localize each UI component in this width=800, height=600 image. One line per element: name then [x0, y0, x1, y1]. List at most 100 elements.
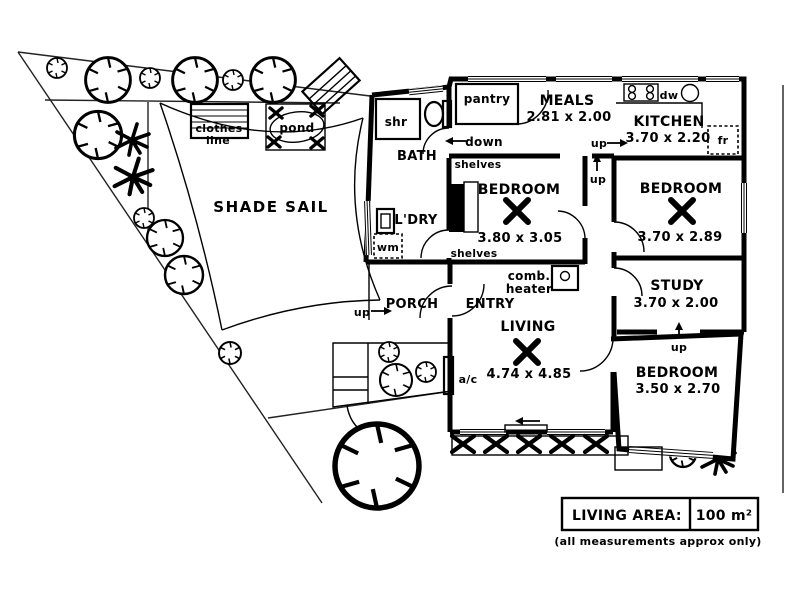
cooktop-icon	[623, 83, 659, 102]
tree-icon	[72, 109, 124, 161]
tree-icon	[145, 218, 185, 258]
room-dims-bedroom2: 3.70 x 2.89	[638, 230, 723, 245]
combustion-heater	[550, 264, 580, 292]
up-arrow-hall	[593, 154, 601, 171]
room-label-study: STUDY	[650, 278, 704, 294]
window-band	[706, 75, 739, 83]
room-dims-bedroom1: 3.80 x 3.05	[478, 231, 563, 246]
tree-icon	[171, 56, 219, 104]
bedroom1-robe	[449, 181, 479, 233]
window-band	[622, 75, 698, 83]
room-dims-living: 4.74 x 4.85	[487, 367, 572, 382]
shrub-icon	[222, 69, 244, 91]
annotation-shelves-top: shelves	[455, 159, 502, 171]
window-band	[556, 75, 612, 83]
room-label-porch: PORCH	[386, 297, 439, 312]
pond-label: pond	[279, 121, 314, 135]
sliding-door-leaf	[504, 424, 548, 433]
window-band	[547, 428, 605, 436]
shower-label: shr	[385, 115, 408, 129]
door-arcs	[419, 89, 645, 372]
room-label-bedroom1: BEDROOM	[478, 182, 560, 198]
window-band	[363, 200, 373, 256]
deck-x-icon	[518, 436, 540, 452]
shower-cubicle: shr	[374, 97, 422, 141]
bedroom3-walls	[610, 331, 744, 462]
window-band	[740, 183, 748, 233]
fridge: fr	[707, 125, 739, 155]
window-band	[460, 428, 506, 436]
deck	[452, 436, 663, 471]
annotation-shelves-bottom: shelves	[451, 248, 498, 260]
room-labels: BATH down L'DRY MEALS 2.81 x 2.00 KITCHE…	[354, 93, 723, 397]
building: shr wm pantry dw fr	[363, 75, 748, 471]
room-label-bedroom2: BEDROOM	[640, 181, 722, 197]
deck-x-icon	[452, 436, 474, 452]
room-dims-bedroom3: 3.50 x 2.70	[636, 382, 721, 397]
fridge-label: fr	[718, 134, 729, 147]
washing-machine: wm	[373, 233, 403, 259]
up-arrow-porch	[371, 307, 392, 315]
room-label-bath: BATH	[397, 149, 437, 164]
living-area-value: 100 m²	[696, 508, 753, 524]
room-label-meals: MEALS	[540, 93, 595, 109]
annotation-down: down	[465, 135, 503, 149]
dishwasher-label: dw	[660, 89, 679, 102]
sink-icon	[680, 83, 700, 103]
site-plan: clothes line pond SHADE SAIL	[17, 51, 784, 508]
room-label-kitchen: KITCHEN	[634, 114, 705, 130]
room-dims-study: 3.70 x 2.00	[634, 296, 719, 311]
tree-icon	[249, 56, 297, 104]
room-dims-meals: 2.81 x 2.00	[527, 110, 612, 125]
room-label-bedroom3: BEDROOM	[636, 365, 718, 381]
room-label-entry: ENTRY	[466, 297, 515, 312]
clothes-line-label: clothes	[195, 122, 242, 135]
shrub-icon	[218, 341, 242, 365]
clothes-line-label2: line	[206, 134, 230, 147]
tree-icon	[84, 56, 132, 104]
toilet-icon	[423, 99, 453, 129]
living-area-table: LIVING AREA: 100 m² (all measurements ap…	[554, 496, 761, 548]
deck-x-icon	[585, 436, 607, 452]
window-band	[468, 75, 546, 83]
laundry-trough-icon	[375, 207, 396, 235]
annotation-up-porch: up	[354, 306, 370, 319]
up-arrow-kitchen	[607, 139, 628, 147]
annotation-up-hall: up	[590, 173, 606, 186]
deck-x-icon	[551, 436, 573, 452]
shade-sail-label: SHADE SAIL	[213, 198, 328, 216]
heater-label-2: heater	[506, 282, 552, 296]
palm-icon	[115, 159, 153, 195]
left-arrow-living	[515, 417, 540, 425]
ac-label: a/c	[459, 373, 478, 386]
pond: pond	[265, 103, 326, 151]
kitchen-bench: dw	[616, 83, 703, 128]
shade-sail-outline	[159, 102, 381, 331]
room-label-laundry: L'DRY	[394, 213, 438, 228]
washing-machine-label: wm	[377, 241, 399, 254]
tree-icon	[163, 254, 205, 296]
annotation-up-kitchen: up	[591, 137, 607, 150]
shrub-icon	[46, 57, 68, 79]
deck-step	[614, 446, 663, 471]
shrub-icon	[415, 361, 437, 383]
tree-icon	[378, 362, 414, 398]
living-area-label: LIVING AREA:	[572, 508, 682, 524]
shrub-icon	[378, 341, 400, 363]
heater-label-1: comb.	[508, 269, 551, 283]
pond-x-icon	[309, 136, 325, 150]
shrub-icon	[139, 67, 161, 89]
garden-bed-west	[332, 341, 453, 408]
annotation-up-study: up	[671, 341, 687, 354]
measurements-note: (all measurements approx only)	[554, 535, 761, 548]
building-footprint	[366, 79, 744, 459]
tree-icon	[335, 424, 419, 508]
room-label-living: LIVING	[500, 319, 555, 335]
room-dims-kitchen: 3.70 x 2.20	[626, 131, 711, 146]
clothes-line: clothes line	[189, 102, 250, 147]
up-arrow-study	[675, 322, 683, 337]
deck-x-icon	[485, 436, 507, 452]
pantry-cupboard: pantry	[454, 82, 520, 126]
pond-x-icon	[266, 135, 282, 149]
